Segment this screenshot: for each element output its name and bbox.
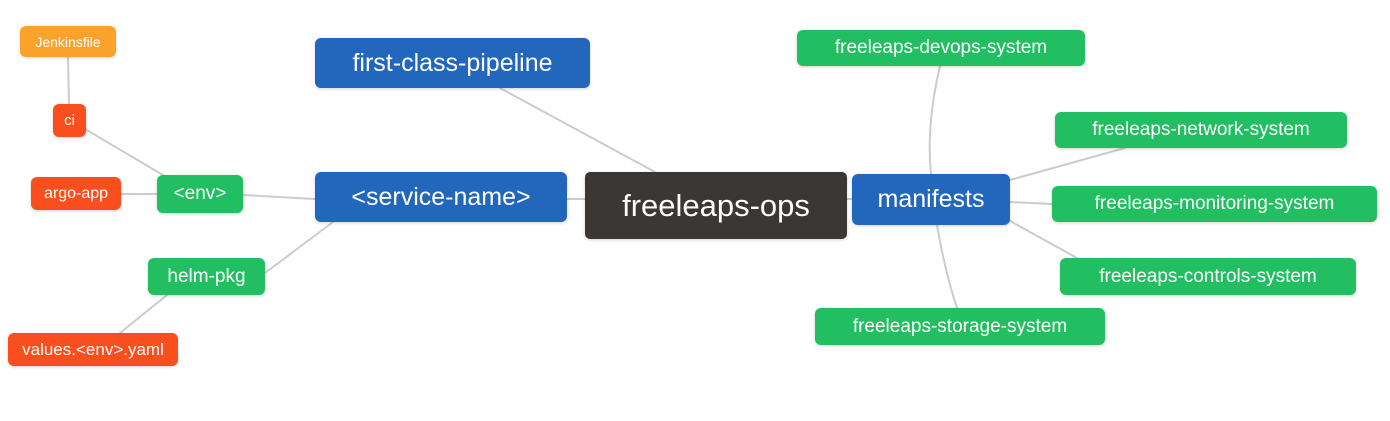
node-service-name[interactable]: <service-name> bbox=[315, 172, 567, 222]
node-label: Jenkinsfile bbox=[35, 33, 101, 50]
node-label: freeleaps-storage-system bbox=[852, 315, 1068, 337]
node-label: helm-pkg bbox=[167, 265, 246, 287]
edge-manifests-storage bbox=[936, 224, 958, 309]
node-freeleaps-network-system[interactable]: freeleaps-network-system bbox=[1055, 112, 1347, 148]
node-argo-app[interactable]: argo-app bbox=[31, 177, 121, 210]
edge-manifests-monitoring bbox=[1009, 201, 1053, 205]
node-ci[interactable]: ci bbox=[53, 104, 86, 137]
edge-values-helm-pkg bbox=[119, 294, 168, 334]
node-freeleaps-controls-system[interactable]: freeleaps-controls-system bbox=[1060, 258, 1356, 295]
node-label: argo-app bbox=[43, 184, 109, 202]
edge-jenkinsfile-ci bbox=[67, 56, 70, 105]
edge-manifests-network bbox=[1009, 147, 1126, 181]
edge-env-service-name bbox=[242, 194, 316, 200]
node-label: first-class-pipeline bbox=[352, 48, 553, 77]
edge-manifests-devops bbox=[928, 65, 941, 175]
node-freeleaps-devops-system[interactable]: freeleaps-devops-system bbox=[797, 30, 1085, 66]
node-jenkinsfile[interactable]: Jenkinsfile bbox=[20, 26, 116, 57]
node-label: freeleaps-ops bbox=[622, 187, 810, 223]
node-label: ci bbox=[64, 112, 75, 129]
node-env[interactable]: <env> bbox=[157, 175, 243, 213]
node-label: <service-name> bbox=[351, 182, 531, 211]
node-label: freeleaps-devops-system bbox=[834, 37, 1048, 58]
node-label: freeleaps-controls-system bbox=[1099, 265, 1317, 287]
node-manifests[interactable]: manifests bbox=[852, 174, 1010, 225]
edge-ci-env bbox=[84, 128, 169, 179]
node-first-class-pipeline[interactable]: first-class-pipeline bbox=[315, 38, 590, 88]
edge-manifests-controls bbox=[1009, 220, 1078, 259]
node-freeleaps-ops-root[interactable]: freeleaps-ops bbox=[585, 172, 847, 239]
edge-helm-pkg-service-name bbox=[264, 221, 334, 274]
node-values-env-yaml[interactable]: values.<env>.yaml bbox=[8, 333, 178, 366]
node-label: values.<env>.yaml bbox=[22, 339, 164, 359]
node-label: <env> bbox=[173, 183, 227, 204]
node-helm-pkg[interactable]: helm-pkg bbox=[148, 258, 265, 295]
edge-pipeline-freeleaps-ops bbox=[499, 87, 656, 173]
node-freeleaps-storage-system[interactable]: freeleaps-storage-system bbox=[815, 308, 1105, 345]
node-label: freeleaps-monitoring-system bbox=[1094, 193, 1335, 214]
node-label: freeleaps-network-system bbox=[1092, 119, 1310, 140]
node-label: manifests bbox=[877, 185, 985, 213]
node-freeleaps-monitoring-system[interactable]: freeleaps-monitoring-system bbox=[1052, 186, 1377, 222]
